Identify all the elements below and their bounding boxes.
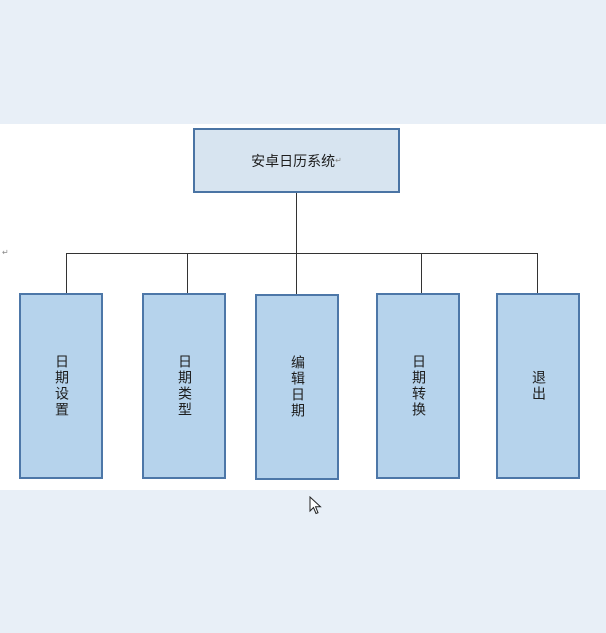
root-connector-line — [296, 193, 297, 253]
child-node-label: 日期转换 — [410, 354, 426, 418]
horizontal-connector-line — [66, 253, 538, 254]
top-background-band — [0, 0, 606, 124]
child-node-date-types[interactable]: 日期类型 — [142, 293, 226, 479]
child-node-label: 退出 — [530, 370, 546, 402]
child-connector-line — [421, 253, 422, 293]
child-node-date-settings[interactable]: 日期设置 — [19, 293, 103, 479]
paragraph-mark: ↵ — [2, 248, 9, 257]
child-connector-line — [187, 253, 188, 293]
child-node-date-conversion[interactable]: 日期转换 — [376, 293, 460, 479]
root-node[interactable]: 安卓日历系统↵ — [193, 128, 400, 193]
root-node-label: 安卓日历系统 — [251, 153, 336, 170]
child-node-exit[interactable]: 退出 — [496, 293, 580, 479]
child-connector-line — [537, 253, 538, 293]
bottom-background-band — [0, 490, 606, 633]
child-connector-line — [296, 253, 297, 294]
paragraph-mark: ↵ — [335, 156, 342, 165]
child-node-label: 编辑日期 — [289, 355, 305, 419]
child-node-label: 日期类型 — [176, 354, 192, 418]
child-node-label: 日期设置 — [53, 354, 69, 418]
child-connector-line — [66, 253, 67, 293]
mouse-pointer-icon — [309, 496, 322, 515]
child-node-edit-date[interactable]: 编辑日期 — [255, 294, 339, 480]
